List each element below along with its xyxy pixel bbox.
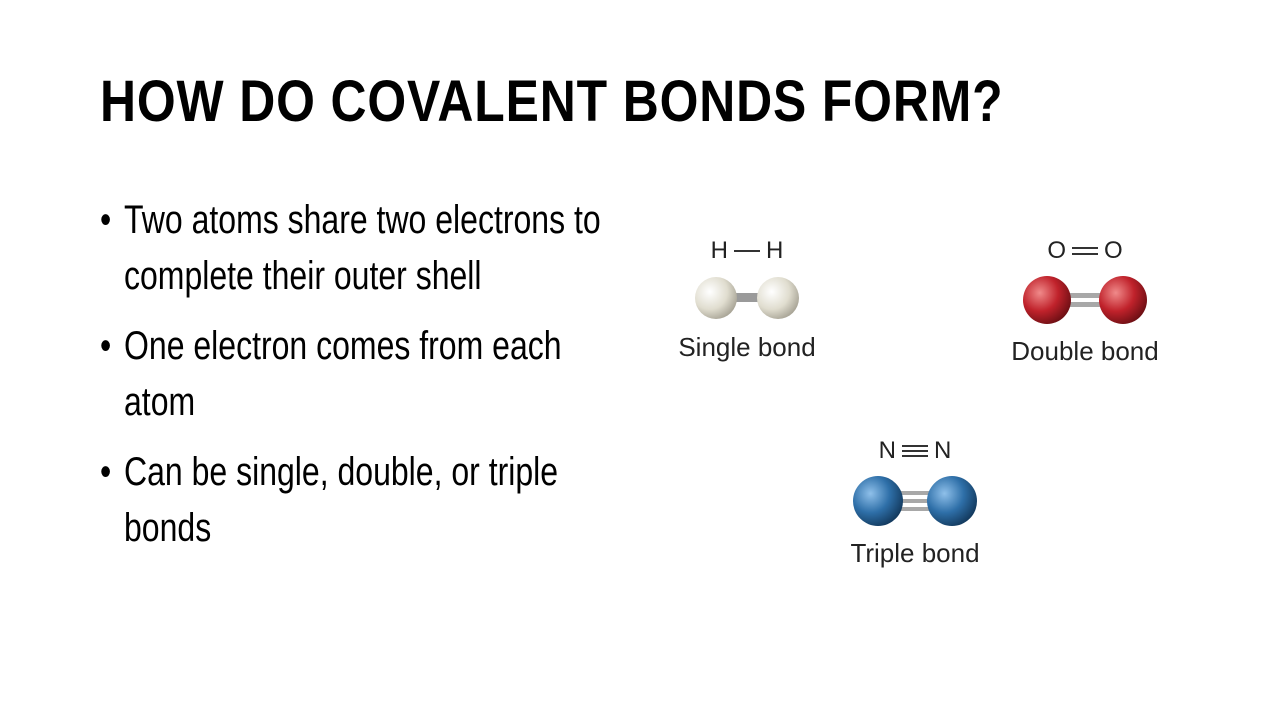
bullet-dot: •	[100, 198, 112, 242]
double-bond-molecule: O O Double bond	[995, 236, 1175, 367]
bullet-dot: •	[100, 324, 112, 368]
triple-bond-line-icon	[902, 445, 928, 457]
atom-symbol: O	[1104, 237, 1123, 264]
single-bond-molecule: H H Single bond	[662, 236, 832, 363]
bullet-item: • One electron comes from each atom	[100, 318, 620, 430]
bullet-item: • Can be single, double, or triple bonds	[100, 444, 620, 556]
bullet-text: Can be single, double, or triple bonds	[124, 450, 559, 550]
bullet-item: • Two atoms share two electrons to compl…	[100, 192, 620, 304]
bullet-text: One electron comes from each atom	[124, 324, 562, 424]
bullet-list: • Two atoms share two electrons to compl…	[100, 192, 601, 570]
triple-bond-molecule: N N Triple bond	[830, 436, 1000, 569]
atom-symbol: O	[1047, 237, 1066, 264]
single-bond-formula: H H	[662, 236, 832, 266]
double-bond-formula: O O	[995, 236, 1175, 266]
bullet-text: Two atoms share two electrons to complet…	[124, 198, 601, 298]
single-bond-ball-model-icon	[695, 277, 799, 319]
triple-bond-caption: Triple bond	[850, 538, 980, 568]
triple-bond-ball-model-icon	[853, 476, 977, 526]
atom-symbol: H	[710, 237, 728, 264]
single-bond-caption: Single bond	[678, 332, 816, 362]
atom-symbol: N	[934, 437, 952, 464]
bullet-dot: •	[100, 450, 112, 494]
double-bond-ball-model-icon	[1023, 276, 1147, 324]
double-bond-line-icon	[1072, 247, 1098, 255]
triple-bond-formula: N N	[830, 436, 1000, 466]
single-bond-line-icon	[734, 250, 760, 252]
atom-symbol: N	[878, 437, 896, 464]
double-bond-caption: Double bond	[1011, 336, 1159, 366]
atom-symbol: H	[766, 237, 784, 264]
slide-title: HOW DO COVALENT BONDS FORM?	[100, 69, 1004, 134]
